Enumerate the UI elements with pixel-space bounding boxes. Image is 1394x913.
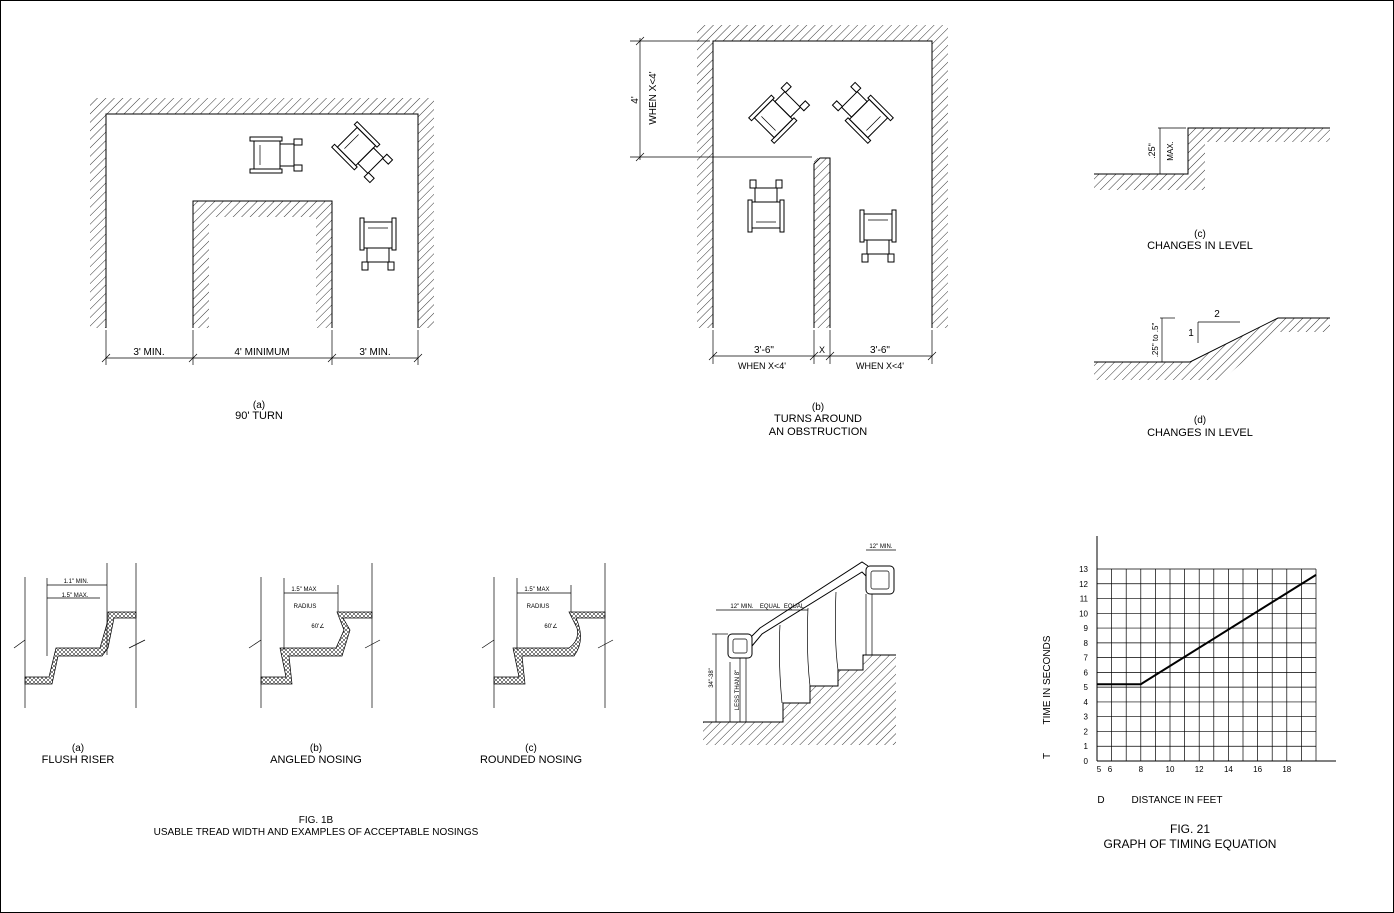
x-tick-label: 10 <box>1166 765 1175 774</box>
fig-d-slope-rise: 1 <box>1188 328 1194 339</box>
fig-b-dim-top-cond: WHEN X<4' <box>648 71 659 124</box>
fig-b-dim-x: X <box>819 345 825 355</box>
chart-title: FIG. 21 <box>1170 822 1210 836</box>
fig-d-level <box>1094 317 1330 380</box>
fig-1b-caption: USABLE TREAD WIDTH AND EXAMPLES OF ACCEP… <box>154 827 479 838</box>
x-tick-label: 5 <box>1097 765 1102 774</box>
wheelchair-icon <box>830 80 894 144</box>
fig-d-height: .25" to .5" <box>1151 323 1160 358</box>
wheelchair-icon <box>331 121 395 185</box>
y-tick-label: 0 <box>1084 757 1089 766</box>
fig-d-caption: CHANGES IN LEVEL <box>1147 427 1253 439</box>
tread-c-caption: ROUNDED NOSING <box>480 754 582 766</box>
fig-d-letter: (d) <box>1194 415 1206 426</box>
y-tick-label: 9 <box>1084 624 1089 633</box>
handrail-top-dim: 12" MIN. <box>869 544 892 550</box>
handrail-dim1: 12" MIN. <box>730 604 753 610</box>
y-tick-label: 1 <box>1084 742 1089 751</box>
tread-b-caption: ANGLED NOSING <box>270 754 362 766</box>
fig-b-dim-top: 4' <box>630 96 641 104</box>
tread-angled-nosing <box>248 563 381 708</box>
fig-c-level <box>1094 127 1330 190</box>
chart-ylabel-symbol: T <box>1042 753 1053 759</box>
y-tick-label: 8 <box>1084 639 1089 648</box>
fig-a-letter: (a) <box>253 400 265 411</box>
y-tick-label: 6 <box>1084 668 1089 677</box>
y-tick-label: 3 <box>1084 713 1089 722</box>
fig-a-90-turn <box>90 98 434 365</box>
wheelchair-icon <box>249 136 303 174</box>
handrail-dim3: EQUAL <box>784 604 805 610</box>
timing-line <box>1097 574 1317 686</box>
x-tick-label: 16 <box>1253 765 1262 774</box>
y-tick-label: 13 <box>1079 565 1088 574</box>
y-tick-label: 11 <box>1080 595 1089 604</box>
fig-b-dim-left: 3'-6" <box>754 345 774 356</box>
y-tick-label: 2 <box>1084 727 1089 736</box>
handrail-less: LESS THAN 8" <box>735 670 741 710</box>
chart-xlabel: DISTANCE IN FEET <box>1132 795 1223 806</box>
y-tick-label: 5 <box>1084 683 1089 692</box>
y-tick-label: 7 <box>1084 654 1089 663</box>
chart-subtitle: GRAPH OF TIMING EQUATION <box>1104 837 1277 851</box>
fig-d-slope-run: 2 <box>1214 309 1220 320</box>
wheelchair-icon <box>747 179 785 233</box>
x-tick-label: 12 <box>1195 765 1204 774</box>
fig-b-caption-2: AN OBSTRUCTION <box>769 426 867 438</box>
tread-c-radius: RADIUS <box>527 604 550 610</box>
wheelchair-icon <box>359 217 397 271</box>
tread-rounded-nosing <box>481 563 614 708</box>
fig-c-caption: CHANGES IN LEVEL <box>1147 240 1253 252</box>
fig-b-letter: (b) <box>812 402 824 413</box>
fig-c-letter: (c) <box>1194 229 1206 240</box>
tread-b-angle: 60'∠ <box>311 623 324 630</box>
x-tick-label: 18 <box>1282 765 1291 774</box>
y-tick-label: 12 <box>1079 580 1088 589</box>
tread-b-letter: (b) <box>310 743 322 754</box>
fig-b-dim-right: 3'-6" <box>870 345 890 356</box>
wheelchair-icon <box>859 209 897 263</box>
x-tick-label: 6 <box>1108 765 1113 774</box>
fig-a-caption: 90' TURN <box>235 410 283 422</box>
fig-a-dim-mid: 4' MINIMUM <box>234 347 289 358</box>
x-tick-label: 8 <box>1139 765 1144 774</box>
fig-c-max: MAX. <box>1166 141 1175 161</box>
tread-flush-riser <box>13 563 146 708</box>
tread-b-dim: 1.5" MAX <box>291 587 316 593</box>
chart-xlabel-symbol: D <box>1097 795 1104 806</box>
tread-a-letter: (a) <box>72 743 84 754</box>
tread-c-dim: 1.5" MAX <box>524 587 549 593</box>
tread-a-dim1: 1.1" MIN. <box>64 579 89 585</box>
fig-b-cond-right: WHEN X<4' <box>856 361 904 371</box>
fig-b-caption-1: TURNS AROUND <box>774 413 862 425</box>
fig-a-dim-left: 3' MIN. <box>133 347 164 358</box>
wheelchair-icon <box>748 80 812 144</box>
fig-1b-title: FIG. 1B <box>299 815 334 826</box>
fig-b-cond-left: WHEN X<4' <box>738 361 786 371</box>
chart-ylabel: TIME IN SECONDS <box>1042 635 1053 724</box>
tread-a-dim2: 1.5" MAX. <box>62 593 89 599</box>
y-tick-label: 10 <box>1079 609 1088 618</box>
handrail-dim2: EQUAL <box>760 604 781 610</box>
tread-a-caption: FLUSH RISER <box>42 754 115 766</box>
handrail-height: 34"-38" <box>709 668 715 688</box>
fig-c-height: .25" <box>1147 143 1157 159</box>
fig-b-obstruction <box>630 25 948 364</box>
y-tick-label: 4 <box>1084 698 1089 707</box>
tread-c-angle: 60'∠ <box>544 623 557 630</box>
tread-c-letter: (c) <box>525 743 537 754</box>
fig-a-dim-right: 3' MIN. <box>359 347 390 358</box>
handrail-stair <box>703 549 896 745</box>
tread-b-radius: RADIUS <box>294 604 317 610</box>
x-tick-label: 14 <box>1224 765 1233 774</box>
